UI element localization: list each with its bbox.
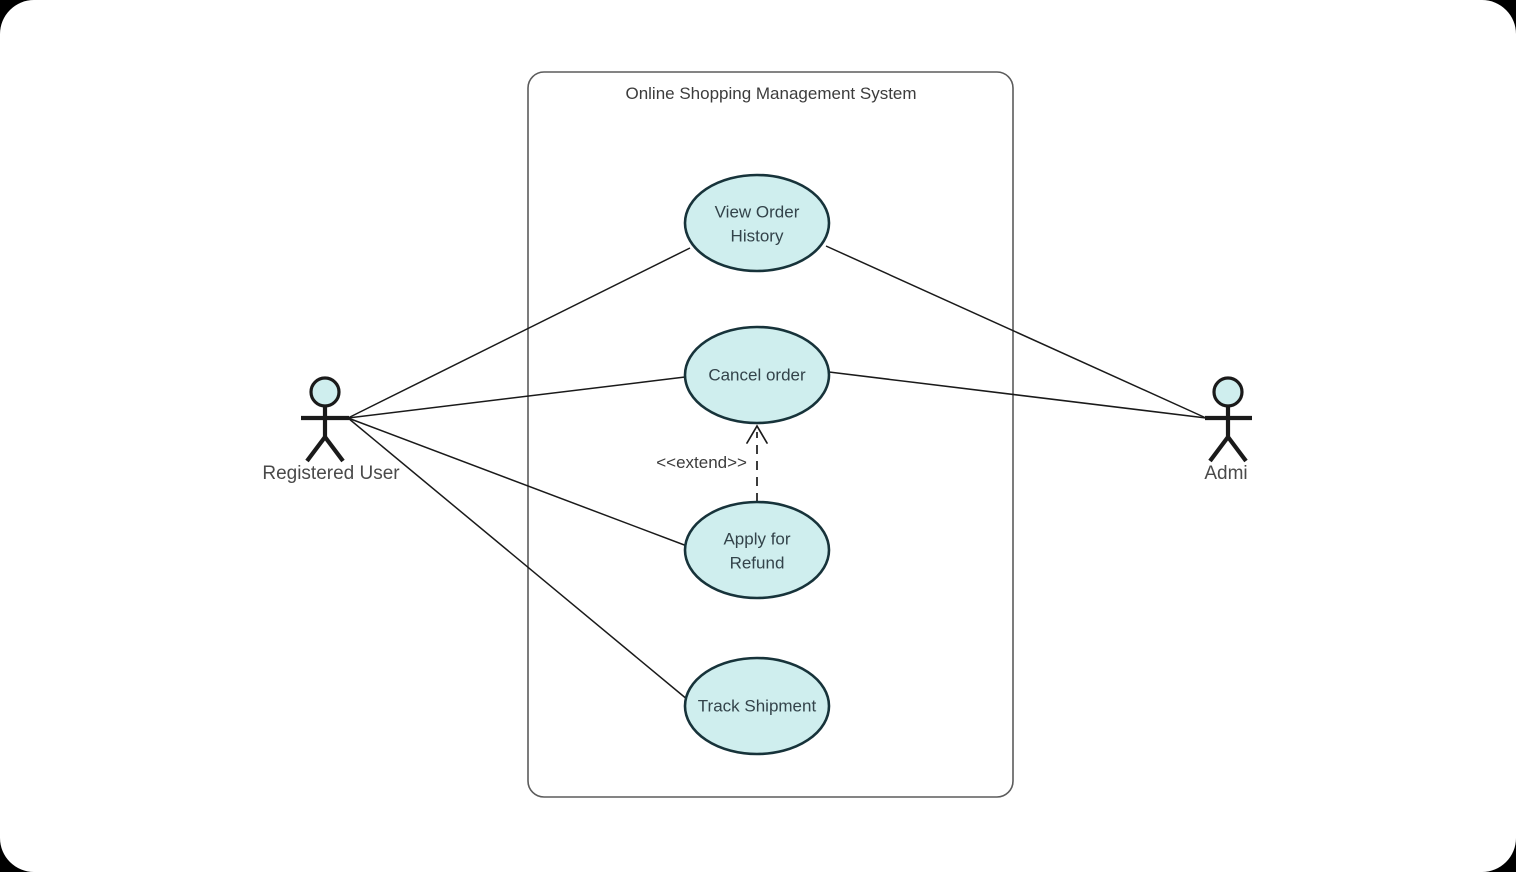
usecase-view-order-history-label-line2: History: [731, 226, 784, 245]
actor-admin-label: Admi: [1204, 463, 1247, 484]
usecase-track-shipment[interactable]: [683, 656, 831, 756]
usecase-view-order-history[interactable]: [683, 173, 831, 273]
actor-admin-leg-right: [1226, 435, 1248, 463]
actor-admin-head: [1212, 376, 1244, 408]
actor-registered-user-head: [309, 376, 341, 408]
association-registered-user-cancel-order[interactable]: [347, 376, 686, 419]
actor-admin[interactable]: [1205, 376, 1252, 463]
usecase-view-order-history-label-line1: View Order: [715, 202, 800, 221]
association-admin-cancel-order[interactable]: [828, 371, 1207, 419]
association-admin-view-order-history[interactable]: [825, 245, 1207, 419]
usecase-cancel-order-label: Cancel order: [708, 365, 806, 384]
usecase-track-shipment-label: Track Shipment: [698, 696, 817, 715]
usecase-apply-for-refund-label-line2: Refund: [730, 553, 785, 572]
actor-registered-user-label: Registered User: [262, 463, 400, 484]
association-registered-user-view-order-history[interactable]: [347, 247, 691, 419]
extend-stereotype-label: <<extend>>: [656, 453, 747, 472]
system-boundary-rect: [527, 71, 1014, 798]
actor-registered-user-leg-left: [305, 435, 327, 463]
usecase-apply-for-refund-label-line1: Apply for: [723, 529, 790, 548]
extend-arrowhead: [746, 424, 768, 444]
association-registered-user-apply-for-refund[interactable]: [347, 417, 688, 547]
usecase-cancel-order[interactable]: [683, 325, 831, 425]
actor-registered-user[interactable]: [301, 376, 349, 463]
actor-registered-user-leg-right: [323, 435, 345, 463]
actor-admin-leg-left: [1208, 435, 1230, 463]
system-boundary-title: Online Shopping Management System: [625, 84, 916, 103]
association-registered-user-track-shipment[interactable]: [347, 417, 689, 701]
usecase-apply-for-refund[interactable]: [683, 500, 831, 600]
